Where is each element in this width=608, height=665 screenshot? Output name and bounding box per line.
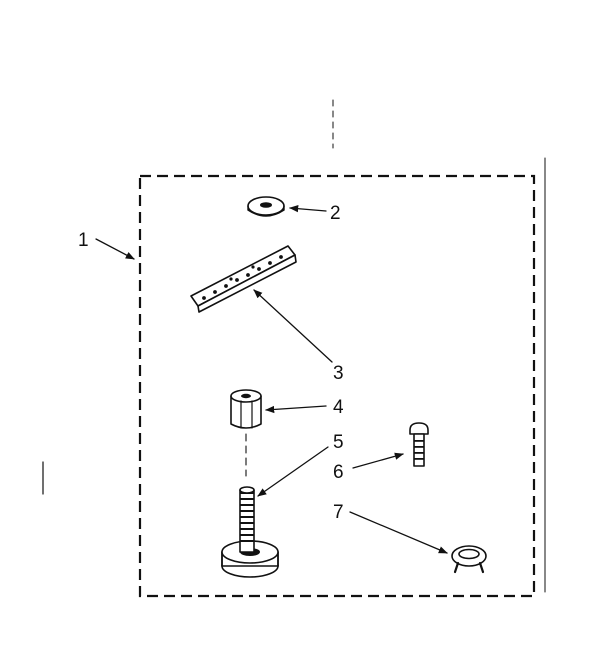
callout-1: 1 xyxy=(78,230,89,251)
leader-6 xyxy=(352,452,404,469)
callout-3: 3 xyxy=(333,363,344,384)
bracket-part xyxy=(190,245,297,313)
leader-3 xyxy=(253,289,333,363)
callout-7: 7 xyxy=(333,502,344,523)
leader-7 xyxy=(349,511,448,554)
washer-part xyxy=(247,196,285,217)
kit-boundary xyxy=(138,174,536,598)
leader-1 xyxy=(95,238,135,260)
callout-4: 4 xyxy=(333,397,344,418)
leader-4 xyxy=(265,405,327,414)
screw-part xyxy=(409,422,429,467)
callout-5: 5 xyxy=(333,432,344,453)
leader-2 xyxy=(289,205,327,213)
leader-5 xyxy=(257,446,329,497)
clip-part xyxy=(451,545,487,574)
coupling-nut-part xyxy=(230,389,262,429)
leveling-leg-part xyxy=(221,486,279,578)
callout-6: 6 xyxy=(333,462,344,483)
callout-2: 2 xyxy=(330,203,341,224)
